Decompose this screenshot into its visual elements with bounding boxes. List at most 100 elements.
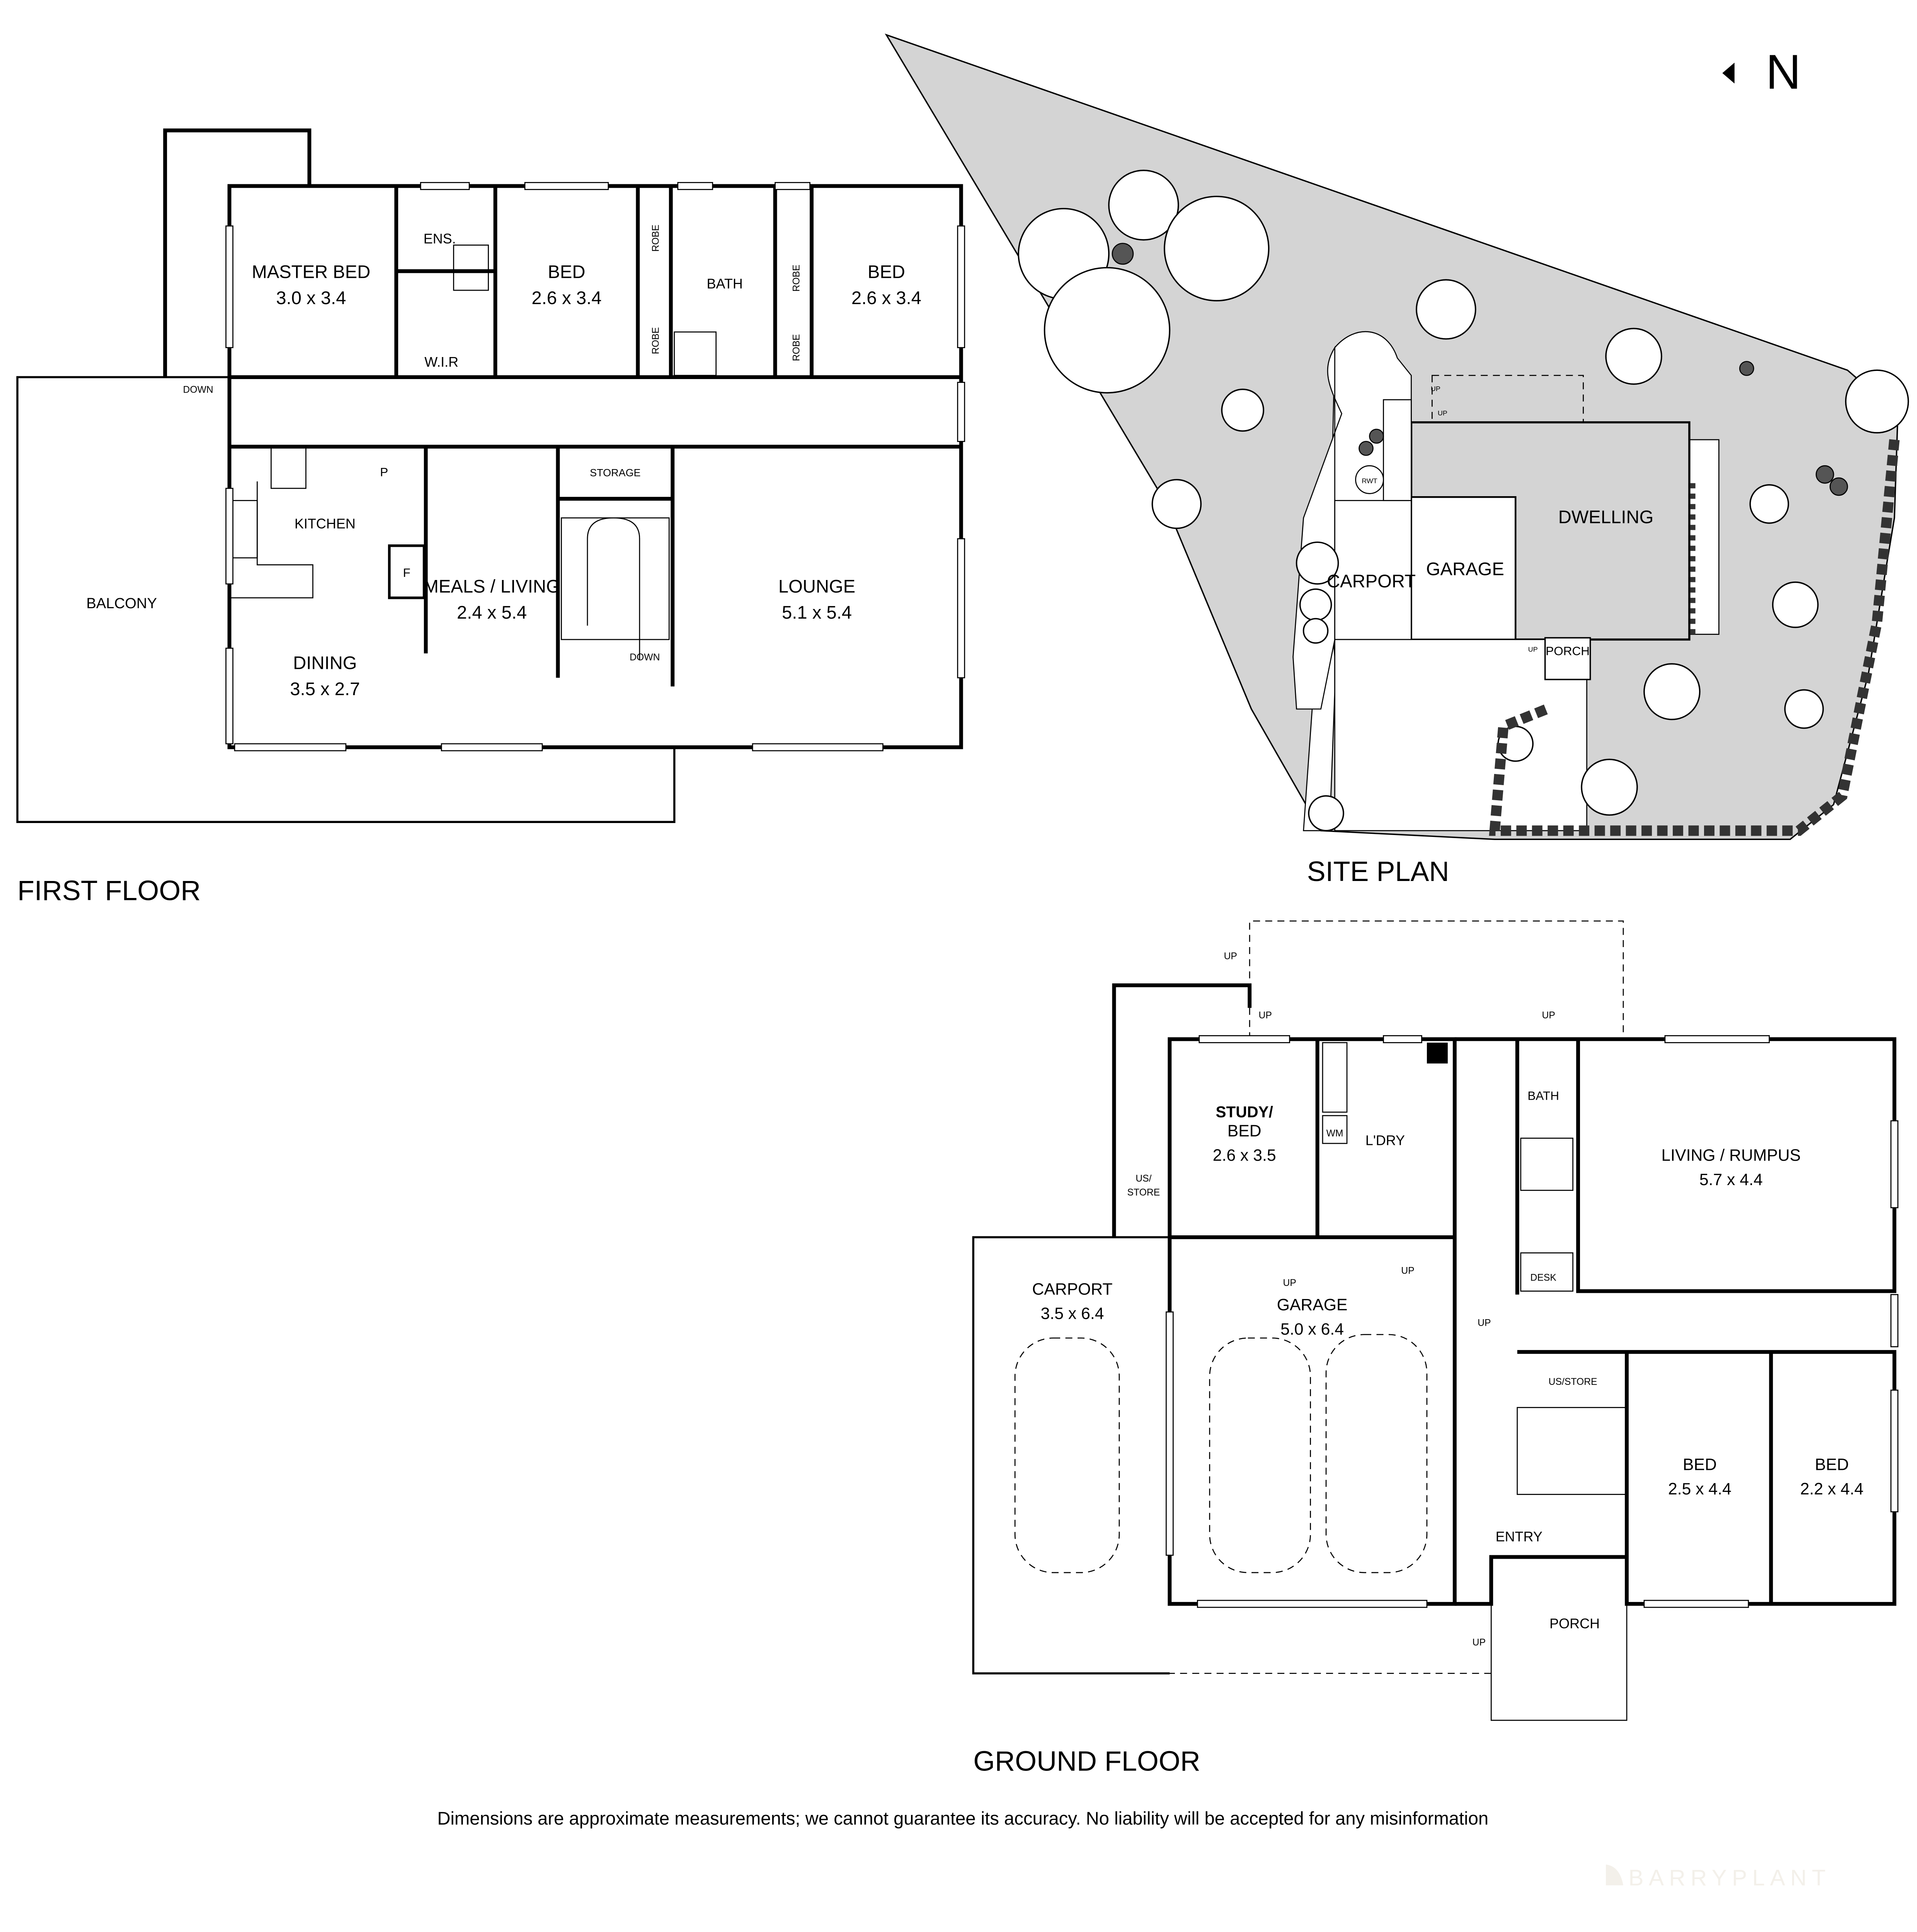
site-up-2: UP [1438,409,1447,417]
window [225,648,233,745]
ext-stair-outline [163,128,312,378]
balcony-label: BALCONY [86,595,157,612]
master-bed-size: 3.0 x 3.4 [276,288,346,308]
window [524,182,609,190]
bed1-name: BED [548,262,585,282]
site-stairs [1383,399,1412,501]
up-label: UP [1473,1638,1486,1648]
gf-bath-label: BATH [1527,1089,1559,1103]
laundry-tub [1322,1042,1348,1113]
north-arrow: N [1722,45,1801,99]
barryplant-logo-icon [1606,1864,1624,1886]
site-carport [1334,500,1412,640]
shrub-icon [1112,243,1134,265]
fridge-label: F [403,566,410,580]
ldry-label: L'DRY [1365,1133,1405,1148]
living-rumpus-name: LIVING / RUMPUS [1662,1146,1801,1165]
bath-shower [674,331,717,376]
tree-icon [1164,196,1270,301]
up-label: UP [1283,1278,1296,1288]
robe-label: ROBE [650,327,661,354]
us-store-1-line2: STORE [1127,1187,1160,1198]
barryplant-watermark: BARRYPLANT [1606,1864,1831,1890]
window [1890,1389,1898,1512]
lounge-name: LOUNGE [778,577,855,597]
pantry-label: P [380,465,388,479]
up-label: UP [1542,1010,1555,1020]
tree-icon [1845,369,1909,434]
robe-label: ROBE [650,224,661,252]
up-label: UP [1224,951,1237,961]
window [225,225,233,348]
wm-label: WM [1326,1128,1343,1139]
ens-label: ENS. [424,231,456,247]
tree-icon [1784,689,1824,729]
first-floor-title: FIRST FLOOR [17,876,201,906]
site-porch-label: PORCH [1546,645,1590,658]
study-name2: BED [1227,1122,1262,1140]
carport-size: 3.5 x 6.4 [1041,1304,1104,1323]
shrub-icon [1369,429,1384,444]
window [1199,1035,1290,1043]
site-plan: RWT UP UP UP [885,33,1909,887]
shrub-icon [1739,361,1754,376]
kitchen-bench [229,481,313,599]
tree-icon [1605,328,1662,385]
driveway-loop [1292,345,1343,710]
desk-label: DESK [1531,1272,1557,1283]
bed1-size: 2.6 x 3.4 [531,288,601,308]
carport-name: CARPORT [1032,1280,1113,1298]
dining-name: DINING [293,653,357,673]
window [957,225,965,348]
ground-ext-stair [1112,983,1252,1237]
shrub-icon [1829,477,1848,496]
window [420,182,470,190]
car-icon [1209,1337,1311,1573]
tree-icon [1772,581,1819,628]
window [957,538,965,679]
fridge-space [388,544,426,599]
site-garage-label: GARAGE [1426,559,1504,580]
bath-label: BATH [707,276,743,292]
tree-icon [1308,795,1344,832]
first-floor-plan: BALCONY MASTER BED 3.0 x 3.4 ENS. W.I.R … [16,128,965,906]
porch-outline [1490,1604,1628,1721]
north-arrow-icon [1722,63,1735,84]
us-store-2-label: US/STORE [1549,1377,1597,1387]
entry-label: ENTRY [1496,1529,1542,1544]
master-bed-name: MASTER BED [252,262,370,282]
watermark-text: BARRYPLANT [1629,1865,1831,1890]
tree-icon [1643,663,1701,720]
bed2-size: 2.2 x 4.4 [1800,1480,1864,1498]
gf-bath-shower [1520,1138,1573,1191]
car-icon [1014,1337,1120,1573]
cooktop [271,446,306,489]
trees [1018,170,1909,832]
tree-icon [1221,388,1264,432]
ground-floor-plan: US/ STORE STUDY/ BED 2.6 x 3.5 WM L'DRY … [972,920,1898,1777]
window [225,488,233,585]
window [1383,1035,1422,1043]
shrub-icon [1815,465,1834,484]
window [957,382,965,442]
window [1643,1600,1749,1608]
window [1197,1600,1428,1608]
bed1-name: BED [1683,1456,1717,1474]
stair-arrow [587,517,640,661]
dining-size: 3.5 x 2.7 [290,679,360,699]
meals-living-size: 2.4 x 5.4 [457,602,527,623]
rainwater-tank [1355,465,1384,494]
hedge-border [1489,439,1900,836]
chimney [1427,1043,1448,1064]
tree-icon [1302,618,1329,644]
tree-icon [1108,170,1179,241]
tree-icon [1749,484,1789,524]
bed2-size: 2.6 x 3.4 [851,288,921,308]
window [677,182,713,190]
living-rumpus-size: 5.7 x 4.4 [1699,1170,1763,1189]
window [441,743,543,752]
first-floor-windows [225,182,965,752]
north-label: N [1766,45,1801,99]
window [1890,1294,1898,1347]
site-garage [1410,496,1517,641]
